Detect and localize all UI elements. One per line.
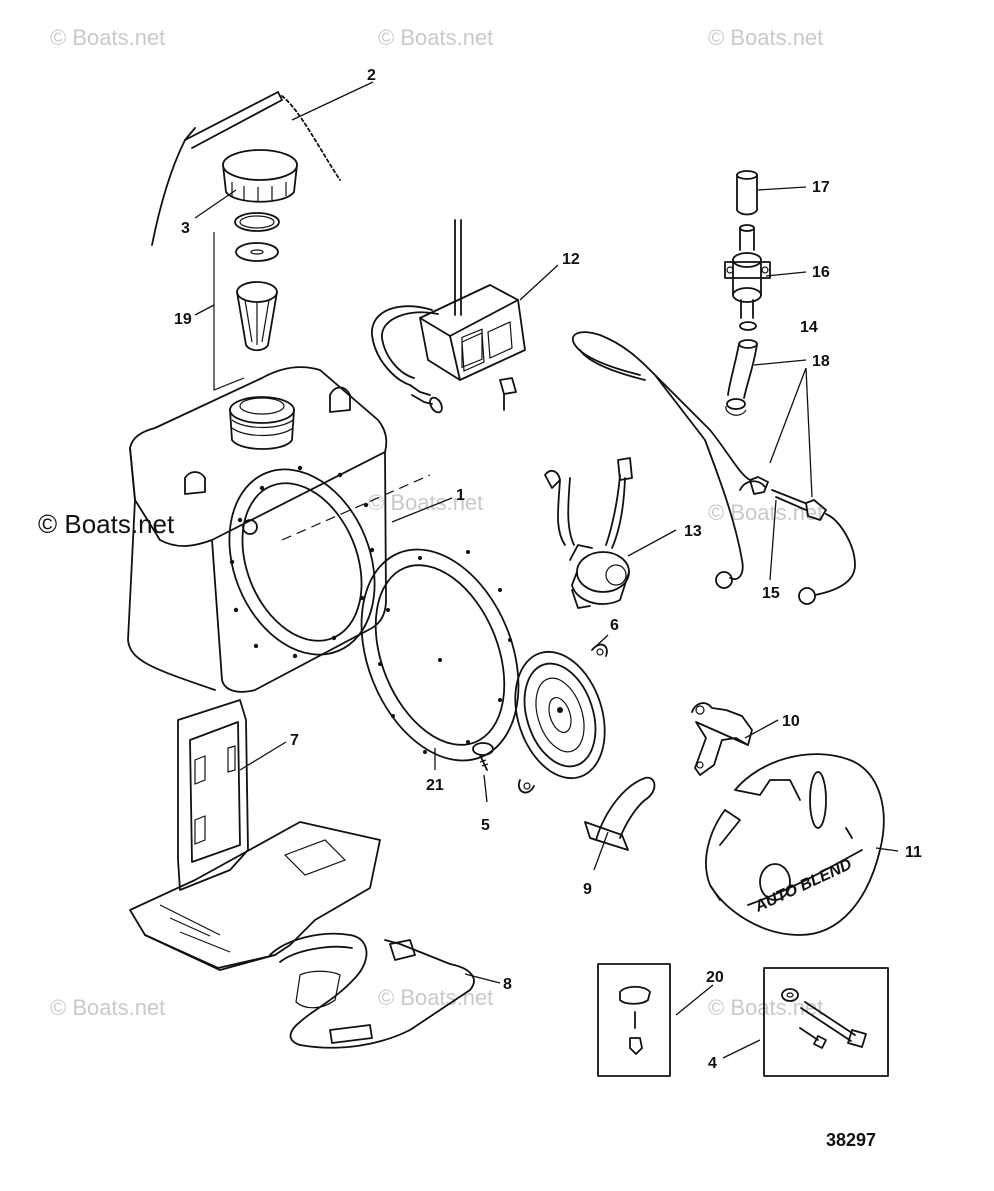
part-bolt-kit: [763, 967, 889, 1077]
part-bracket: [691, 702, 753, 776]
callout-15: 15: [762, 585, 780, 602]
watermark-bottom-right: © Boats.net: [708, 995, 823, 1020]
callout-7: 7: [290, 732, 299, 749]
callout-6: 6: [610, 617, 619, 634]
part-cover: AUTO BLEND: [705, 753, 885, 936]
part-strap: [269, 932, 475, 1049]
watermark-bottom-center: © Boats.net: [378, 985, 493, 1010]
callout-12: 12: [562, 251, 580, 268]
part-sleeve: [736, 170, 758, 216]
callout-20: 20: [706, 969, 724, 986]
callout-18: 18: [812, 353, 830, 370]
watermark-primary: © Boats.net: [38, 509, 175, 539]
part-filler-cap: [222, 149, 298, 203]
part-mounting-bracket: [129, 699, 381, 971]
callout-3: 3: [181, 220, 190, 237]
part-hardware-kit: [597, 963, 671, 1077]
part-cap-strap: [151, 91, 341, 246]
brand-logo: AUTO BLEND: [752, 856, 855, 916]
callout-17: 17: [812, 179, 830, 196]
watermark-top-right: © Boats.net: [708, 25, 823, 50]
callout-21: 21: [426, 777, 444, 794]
callout-14: 14: [800, 319, 818, 336]
callout-2: 2: [367, 67, 376, 84]
leader-lines: [194, 81, 899, 1059]
part-connector: [499, 377, 561, 489]
part-diaphragm: [514, 643, 608, 794]
callout-11: 11: [905, 844, 922, 861]
watermark-top-left: © Boats.net: [50, 25, 165, 50]
callout-10: 10: [782, 713, 800, 730]
diagram-number: 38297: [826, 1130, 876, 1150]
part-hose: [725, 339, 758, 416]
callout-5: 5: [481, 817, 490, 834]
callouts: 2 3 19 1 12 13 17 16 18 14 15 6 10 11 7 …: [174, 67, 922, 1072]
watermarks: © Boats.net © Boats.net © Boats.net © Bo…: [38, 25, 823, 1020]
callout-19: 19: [174, 311, 192, 328]
part-gasket: [360, 548, 520, 762]
callout-1: 1: [456, 487, 465, 504]
callout-16: 16: [812, 264, 830, 281]
part-oil-tank: [127, 366, 431, 693]
part-screw: [472, 742, 494, 771]
watermark-bottom-left: © Boats.net: [50, 995, 165, 1020]
part-control-module: [371, 219, 526, 414]
part-wire-harness: [571, 331, 856, 605]
part-fitting: [724, 224, 771, 331]
callout-8: 8: [503, 976, 512, 993]
flange-bolt-holes: [229, 465, 375, 659]
watermark-top-center: © Boats.net: [378, 25, 493, 50]
callout-4: 4: [708, 1055, 717, 1072]
part-filter-kit: [213, 212, 280, 391]
part-sender: [557, 457, 633, 609]
callout-13: 13: [684, 523, 702, 540]
callout-9: 9: [583, 881, 592, 898]
part-clip: [584, 776, 656, 851]
